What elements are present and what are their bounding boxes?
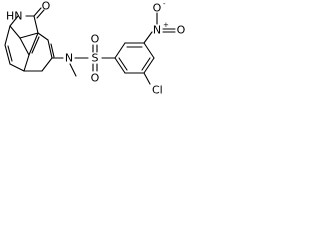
bond xyxy=(33,15,39,34)
nitro-plus-charge: + xyxy=(163,21,169,29)
bond xyxy=(114,57,126,74)
nh-label: HN xyxy=(6,10,23,23)
bond xyxy=(50,43,55,58)
bond xyxy=(143,31,153,44)
sulfonyl-oxygen-top-label: O xyxy=(91,33,100,46)
nitro-oxygen-side-label: O xyxy=(177,24,186,37)
bond xyxy=(47,39,53,59)
bond xyxy=(19,37,30,56)
bond xyxy=(143,72,151,85)
bond xyxy=(118,57,128,71)
atom-labels: HN O N S O O Cl N + O - O xyxy=(6,0,186,97)
nitro-minus-charge: - xyxy=(163,0,166,8)
bond xyxy=(36,9,45,19)
bond xyxy=(41,57,53,72)
chlorine-label: Cl xyxy=(152,84,163,97)
bond xyxy=(4,44,11,65)
bond xyxy=(37,32,49,41)
bond xyxy=(9,15,19,27)
bond xyxy=(4,25,11,46)
bond xyxy=(69,63,77,77)
bond xyxy=(143,57,155,74)
chemical-structure: HN O N S O O Cl N + O - O xyxy=(4,0,186,97)
sulfur-label: S xyxy=(92,52,99,65)
bond xyxy=(141,57,151,71)
bond-lines xyxy=(4,7,176,85)
bond xyxy=(28,32,39,56)
lactam-oxygen-label: O xyxy=(42,0,51,13)
bond xyxy=(9,63,25,72)
nitro-oxygen-top-label: O xyxy=(153,2,162,15)
sulfonyl-oxygen-bottom-label: O xyxy=(91,72,100,85)
bond xyxy=(23,54,30,72)
bond xyxy=(114,42,126,59)
bond xyxy=(33,7,42,17)
bond xyxy=(31,36,40,54)
bond xyxy=(7,45,13,62)
bond xyxy=(19,32,39,39)
nitro-nitrogen-label: N xyxy=(153,24,161,37)
bond xyxy=(9,25,21,39)
bond xyxy=(143,42,155,59)
sulfonamide-nitrogen-label: N xyxy=(65,52,73,65)
